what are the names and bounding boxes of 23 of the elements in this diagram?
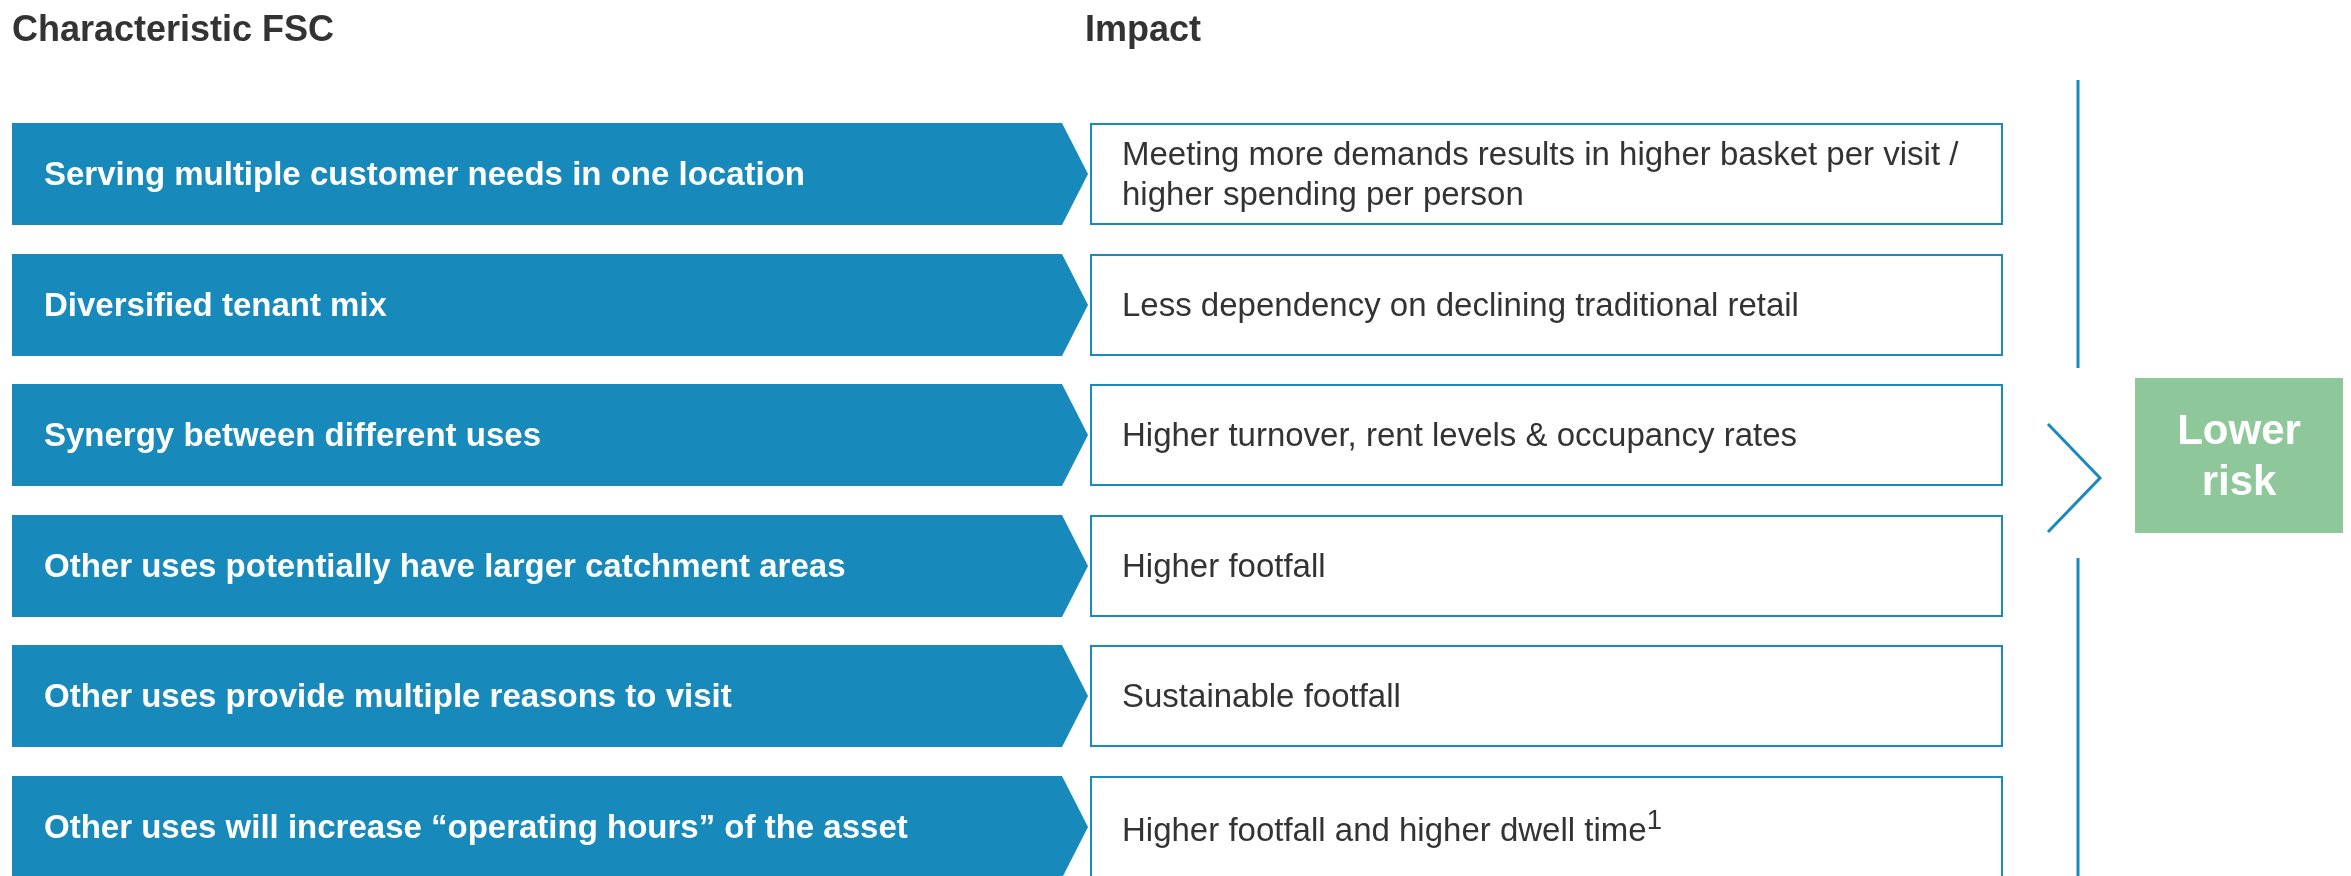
column-heading: Impact xyxy=(1085,8,1202,50)
node-text: Diversified tenant mix xyxy=(43,285,387,324)
node-text: Synergy between different uses xyxy=(43,416,541,454)
node-text: Meeting more demands results in higher basket per visit / higher spending per person xyxy=(1121,134,1960,214)
node-text: Less dependency on declining traditional retail xyxy=(1121,284,1800,325)
result-box xyxy=(2135,378,2343,533)
impact-box xyxy=(1090,514,2003,617)
node-text: Other uses will increase “operating hours” of the asset xyxy=(43,807,908,846)
impact-box xyxy=(1090,645,2003,747)
column-heading: Characteristic FSC xyxy=(12,8,335,50)
impact-box xyxy=(1090,253,2003,356)
node-text: Other uses potentially have larger catchment areas xyxy=(43,546,846,585)
node-text: Other uses provide multiple reasons to visit xyxy=(43,677,732,715)
node-text: Lower risk xyxy=(2176,405,2302,506)
node-text: Higher footfall xyxy=(1121,545,1327,586)
impact-box xyxy=(1090,123,2003,225)
impact-box xyxy=(1090,775,2003,876)
node-text: Serving multiple customer needs in one location xyxy=(43,155,805,193)
impact-box xyxy=(1090,384,2003,486)
node-text: Higher footfall and higher dwell time$^{1}$ xyxy=(1121,803,1663,850)
node-text: Sustainable footfall xyxy=(1121,676,1402,716)
arrow-box xyxy=(12,775,1088,876)
node-text: Higher turnover, rent levels & occupancy rates xyxy=(1121,415,1798,455)
